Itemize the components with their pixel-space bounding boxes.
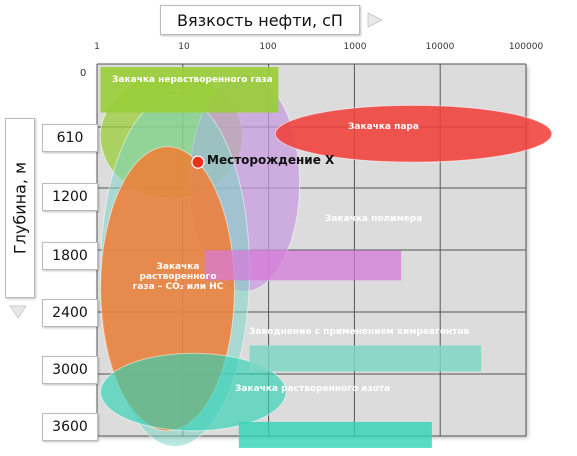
- region-bar-immiscible-gas: [100, 67, 279, 113]
- y-tick-label: 3600: [42, 413, 98, 441]
- x-tick-label: 1000: [343, 42, 367, 52]
- x-axis-title-box: Вязкость нефти, сП: [160, 5, 360, 35]
- x-tick-label: 100000: [508, 42, 544, 52]
- region-label-immiscible-gas: Закачка нерастворенного газа: [112, 75, 273, 85]
- field-point-marker: [191, 155, 205, 169]
- region-label-line: Закачка: [156, 262, 200, 272]
- region-label-miscible-gas: Закачка растворенного газа – CO₂ или НС: [118, 262, 238, 292]
- region-label-chemical-flooding: Заводнение с применением химреагентов: [249, 327, 470, 337]
- region-label-steam: Закачка пара: [348, 122, 419, 132]
- region-bar-nitrogen: [238, 421, 432, 448]
- field-point-label: Месторождение Х: [207, 153, 335, 167]
- region-bar-polymer: [204, 250, 402, 281]
- y-axis-title: Глубина, м: [10, 161, 30, 255]
- y-tick-label: 610: [42, 124, 98, 152]
- y-tick-label: 2400: [42, 299, 98, 327]
- region-label-line: растворенного: [139, 272, 217, 282]
- region-label-nitrogen: Закачка растворенного азота: [235, 384, 391, 394]
- x-axis-title: Вязкость нефти, сП: [177, 10, 343, 30]
- x-tick-label: 10000: [425, 42, 455, 52]
- x-tick-label: 10: [178, 42, 190, 52]
- region-ellipse-steam: [274, 104, 553, 163]
- region-label-polymer: Закачка полимера: [325, 214, 423, 224]
- y-tick-label: 3000: [42, 356, 98, 384]
- region-bar-chemical: [249, 345, 482, 372]
- y-tick-label: 1800: [42, 242, 98, 270]
- y-axis-arrow-icon: [9, 305, 27, 319]
- region-ellipse-nitrogen: [100, 352, 287, 432]
- x-tick-label: 1: [94, 42, 100, 52]
- x-tick-label: 100: [259, 42, 277, 52]
- y-axis-title-box: Глубина, м: [5, 118, 35, 298]
- region-label-line: газа – CO₂ или НС: [132, 282, 224, 292]
- y-tick-label: 0: [80, 68, 87, 79]
- x-axis-arrow-icon: [367, 12, 384, 28]
- y-tick-label: 1200: [42, 183, 98, 211]
